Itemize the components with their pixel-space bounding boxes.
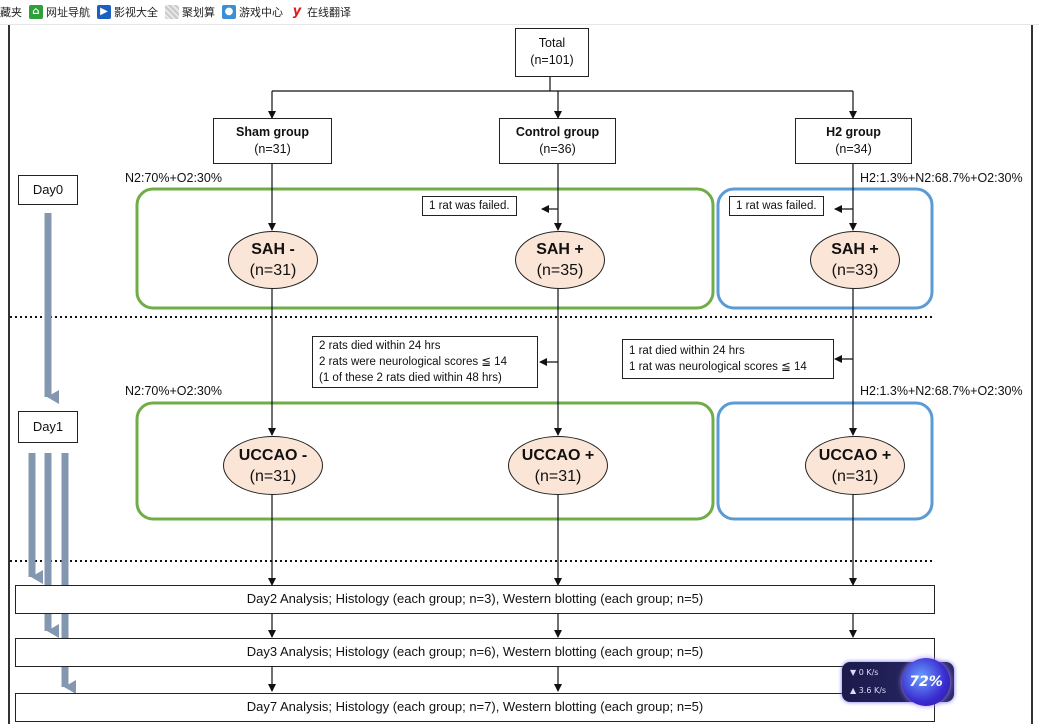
sham-group-box: Sham group (n=31): [213, 118, 332, 164]
bookmark-video[interactable]: ▶ 影视大全: [97, 4, 158, 20]
ellipse-count: (n=31): [249, 467, 297, 485]
bookmark-label: 游戏中心: [239, 6, 283, 19]
control-failure-note: 1 rat was failed.: [422, 196, 517, 216]
group-count: (n=34): [835, 142, 872, 156]
group-count: (n=36): [539, 142, 576, 156]
note-line: (1 of these 2 rats died within 48 hrs): [319, 372, 502, 384]
group-title: H2 group: [826, 125, 881, 139]
sham-control-day1-frame: [135, 401, 715, 521]
group-title: Control group: [515, 125, 600, 139]
group-title: Sham group: [236, 125, 309, 139]
ellipse-title: UCCAO -: [238, 446, 308, 464]
ellipse-count: (n=31): [249, 262, 297, 279]
download-speed: ▼ 0 K/s: [850, 668, 878, 677]
deal-icon: [165, 5, 179, 19]
bookmarks-bar: 藏夹 ⌂ 网址导航 ▶ 影视大全 聚划算 ● 游戏中心 y 在线翻译: [0, 0, 1039, 25]
ellipse-title: UCCAO +: [818, 446, 892, 464]
bookmark-label: 影视大全: [114, 6, 158, 19]
total-box: Total (n=101): [515, 28, 589, 77]
h2-group-box: H2 group (n=34): [795, 118, 912, 164]
ellipse-count: (n=31): [534, 467, 582, 485]
day0-box: Day0: [18, 175, 78, 205]
day1-label: Day1: [32, 419, 64, 434]
game-controller-icon: ●: [222, 5, 236, 19]
ellipse-title: SAH +: [831, 241, 879, 258]
bookmark-translate[interactable]: y 在线翻译: [290, 4, 351, 20]
control-exclusion-note: 2 rats died within 24 hrs 2 rats were ne…: [312, 336, 538, 388]
bookmark-deals[interactable]: 聚划算: [165, 4, 215, 20]
ellipse-title: SAH -: [251, 241, 295, 258]
ellipse-count: (n=31): [831, 467, 879, 485]
down-arrow-icon: ▼: [850, 668, 859, 677]
sham-control-day0-frame: [135, 187, 715, 310]
h2-failure-note: 1 rat was failed.: [729, 196, 824, 216]
ellipse-title: UCCAO +: [521, 446, 595, 464]
total-count: (n=101): [530, 53, 574, 67]
bookmark-label: 网址导航: [46, 6, 90, 19]
nav-house-icon: ⌂: [29, 5, 43, 19]
note-line: 1 rat was neurological scores ≦ 14: [629, 361, 807, 373]
gas-label-h2-day1: H2:1.3%+N2:68.7%+O2:30%: [860, 384, 1023, 398]
bookmark-favorites[interactable]: 藏夹: [0, 4, 22, 20]
ellipse-count: (n=35): [536, 262, 584, 279]
control-group-box: Control group (n=36): [499, 118, 616, 164]
video-play-icon: ▶: [97, 5, 111, 19]
total-title: Total: [538, 36, 566, 50]
gas-label-h2-day0: H2:1.3%+N2:68.7%+O2:30%: [860, 171, 1023, 185]
figure-page: Total (n=101) Sham group (n=31) Control …: [8, 25, 1033, 724]
sah-sham-ellipse: SAH - (n=31): [228, 231, 318, 289]
note-line: 2 rats died within 24 hrs: [319, 340, 441, 352]
day2-analysis-box: Day2 Analysis; Histology (each group; n=…: [15, 585, 935, 614]
up-arrow-icon: ▲: [850, 686, 859, 695]
download-speed-value: 0 K/s: [858, 668, 879, 677]
uccao-h2-ellipse: UCCAO + (n=31): [805, 436, 905, 495]
flow-diagram-lines: [10, 76, 935, 694]
ellipse-title: SAH +: [536, 241, 584, 258]
uccao-sham-ellipse: UCCAO - (n=31): [223, 436, 323, 495]
upload-speed: ▲ 3.6 K/s: [850, 686, 886, 695]
day3-analysis-box: Day3 Analysis; Histology (each group; n=…: [15, 638, 935, 667]
gas-label-sham-control-day0: N2:70%+O2:30%: [125, 171, 222, 185]
day1-box: Day1: [18, 411, 78, 443]
uccao-control-ellipse: UCCAO + (n=31): [508, 436, 608, 495]
day7-analysis-box: Day7 Analysis; Histology (each group; n=…: [15, 693, 935, 722]
h2-day1-frame: [716, 401, 934, 521]
sah-h2-ellipse: SAH + (n=33): [810, 231, 900, 289]
sah-control-ellipse: SAH + (n=35): [515, 231, 605, 289]
network-speed-widget[interactable]: ▼ 0 K/s ▲ 3.6 K/s 72%: [842, 658, 954, 706]
translate-y-icon: y: [292, 4, 302, 19]
bookmark-games[interactable]: ● 游戏中心: [222, 4, 283, 20]
ellipse-count: (n=33): [831, 262, 879, 279]
bookmark-label: 藏夹: [0, 6, 22, 19]
bookmark-label: 在线翻译: [307, 6, 351, 19]
bookmark-label: 聚划算: [182, 6, 215, 19]
h2-exclusion-note: 1 rat died within 24 hrs 1 rat was neuro…: [622, 339, 834, 379]
note-line: 2 rats were neurological scores ≦ 14: [319, 356, 507, 368]
day0-label: Day0: [32, 182, 64, 197]
gas-label-sham-control-day1: N2:70%+O2:30%: [125, 384, 222, 398]
group-count: (n=31): [254, 142, 291, 156]
note-line: 1 rat died within 24 hrs: [629, 345, 745, 357]
h2-day0-frame: [716, 187, 934, 310]
upload-speed-value: 3.6 K/s: [858, 686, 887, 695]
bookmark-nav[interactable]: ⌂ 网址导航: [29, 4, 90, 20]
memory-percent-badge: 72%: [902, 658, 950, 706]
